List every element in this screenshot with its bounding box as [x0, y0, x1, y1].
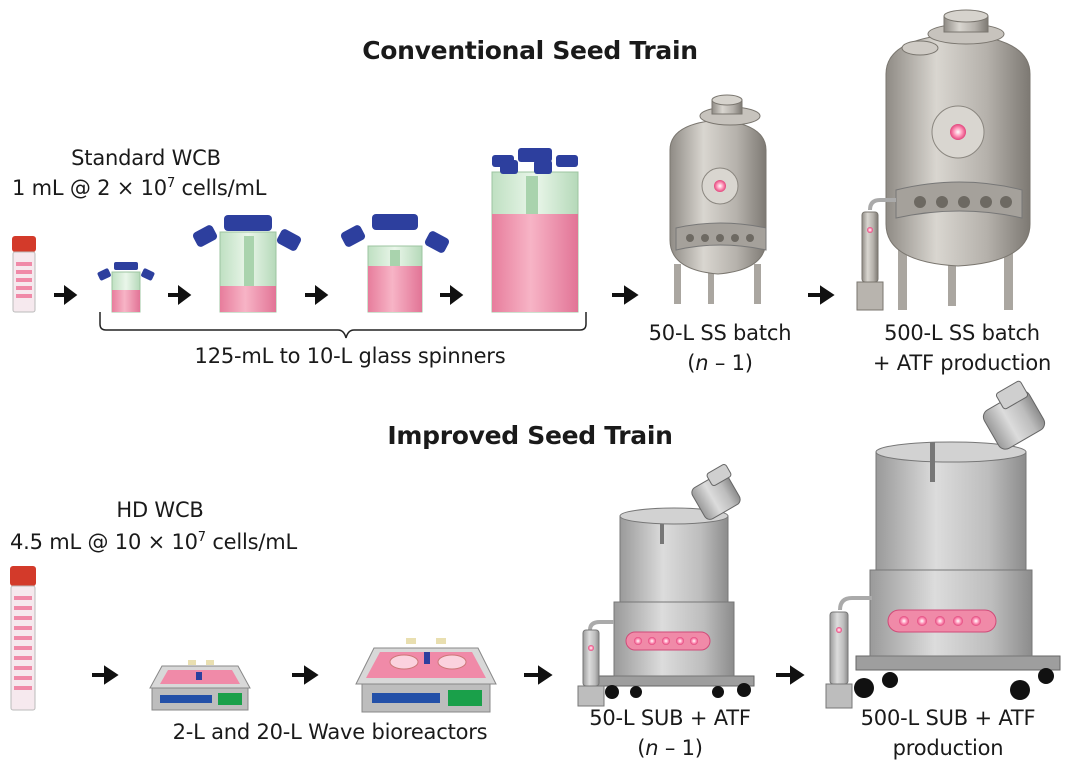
glass-spinner-3l [340, 214, 450, 313]
ss500-label-line1: 500-L SS batch [884, 321, 1040, 345]
glass-spinner-1l [192, 215, 302, 313]
spinners-brace [99, 312, 587, 339]
arrow [92, 665, 119, 685]
sub500-label-line1: 500-L SUB + ATF [860, 706, 1036, 730]
wave-bioreactor-20l [355, 638, 497, 713]
arrow [168, 285, 192, 305]
glass-spinner-125ml [97, 262, 155, 313]
spinners-label: 125-mL to 10-L glass spinners [194, 344, 506, 368]
hd-wcb-vial [10, 566, 36, 711]
arrow [808, 285, 835, 305]
standard-wcb-spec: 1 mL @ 2 × 107 cells/mL [12, 176, 267, 200]
ss-50l-bioreactor [669, 94, 767, 304]
arrow [292, 665, 319, 685]
hd-wcb-label: HD WCB [116, 498, 204, 522]
ss-500l-bioreactor [856, 9, 1031, 311]
arrow [54, 285, 78, 305]
sub-500l-bioreactor [825, 380, 1061, 709]
standard-wcb-label: Standard WCB [71, 146, 221, 170]
wave-bioreactor-2l [149, 660, 251, 711]
ss500-label-line2: + ATF production [872, 351, 1052, 375]
sub-50l-bioreactor [577, 464, 755, 707]
sub50-label-line1: 50-L SUB + ATF [589, 706, 751, 730]
sub50-label-line2: (n – 1) [637, 736, 703, 760]
conventional-title: Conventional Seed Train [362, 36, 698, 65]
arrow [776, 665, 805, 685]
arrow [305, 285, 329, 305]
arrow [440, 285, 464, 305]
ss50-label-line1: 50-L SS batch [648, 321, 792, 345]
hd-wcb-spec: 4.5 mL @ 10 × 107 cells/mL [10, 530, 298, 554]
standard-wcb-vial [12, 236, 36, 313]
glass-spinner-10l [491, 148, 579, 313]
arrow [524, 665, 553, 685]
arrow [612, 285, 639, 305]
sub500-label-line2: production [892, 736, 1004, 760]
improved-title: Improved Seed Train [387, 421, 673, 450]
wave-label: 2-L and 20-L Wave bioreactors [172, 720, 488, 744]
ss50-label-line2: (n – 1) [687, 351, 753, 375]
